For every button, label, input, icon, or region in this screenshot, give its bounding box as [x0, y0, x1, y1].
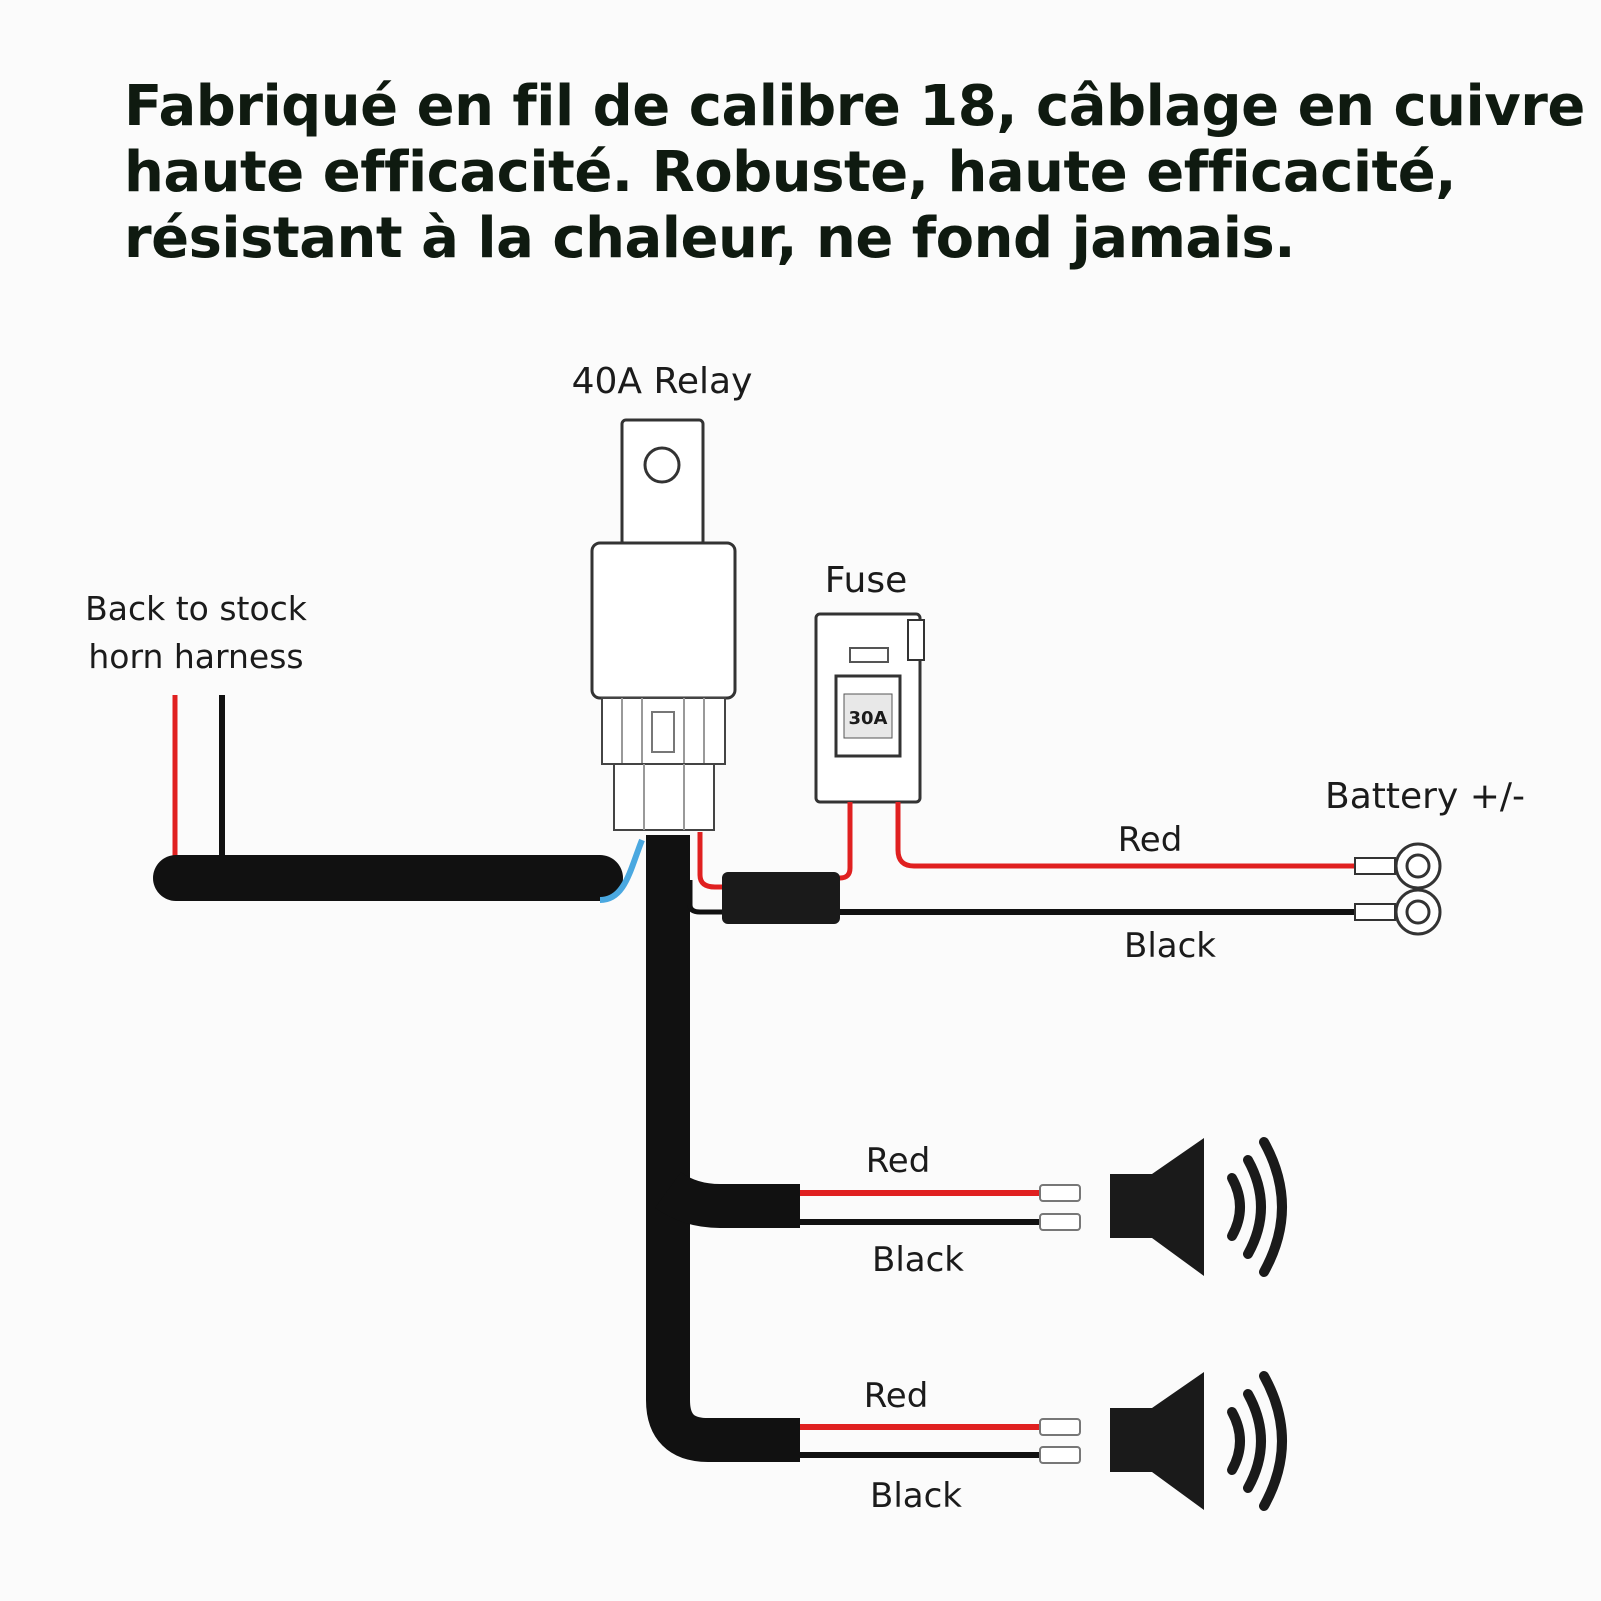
horn1-black-label: Black	[872, 1240, 964, 1280]
horn1-red-label: Red	[866, 1141, 931, 1181]
relay-body	[590, 541, 737, 700]
headline-line-2: haute efficacité. Robuste, haute efficac…	[124, 140, 1457, 205]
fuse-lead-left	[830, 802, 853, 881]
main-loom-vertical	[646, 835, 800, 1462]
battery-red-label: Red	[1118, 820, 1183, 860]
headline-line-3: résistant à la chaleur, ne fond jamais.	[124, 206, 1296, 271]
horn1-wires	[800, 1184, 1081, 1231]
headline: Fabriqué en fil de calibre 18, câblage e…	[124, 74, 1594, 272]
fuse-lead-right	[895, 802, 1355, 869]
stock-harness-wires	[172, 695, 225, 865]
relay-black-lead	[687, 880, 724, 915]
stock-harness-label-2: horn harness	[88, 637, 303, 676]
relay-label: 40A Relay	[572, 361, 753, 402]
horn2-wires	[800, 1418, 1081, 1464]
loom-branch-horn1	[655, 1171, 800, 1228]
horn-icon	[1110, 1137, 1287, 1277]
battery-label: Battery +/-	[1325, 776, 1525, 817]
ring-terminal-icon	[1354, 888, 1442, 936]
fuse-label: Fuse	[825, 560, 907, 601]
ring-terminal-icon	[1354, 842, 1442, 890]
relay-red-lead	[697, 832, 724, 890]
fuse-rating: 30A	[849, 708, 888, 729]
fuse-icon: 30A	[814, 612, 925, 804]
battery-black-label: Black	[1124, 926, 1216, 966]
relay-mount-hole-icon	[643, 446, 681, 484]
headline-line-1: Fabriqué en fil de calibre 18, câblage e…	[124, 74, 1585, 139]
blue-wire	[599, 838, 645, 903]
wire-connector	[722, 872, 840, 924]
stock-harness-label-1: Back to stock	[85, 589, 308, 628]
horn2-black-label: Black	[870, 1476, 962, 1516]
relay-socket	[613, 763, 715, 831]
relay	[590, 418, 737, 831]
horn2-red-label: Red	[864, 1376, 929, 1416]
horn-icon	[1110, 1371, 1287, 1511]
